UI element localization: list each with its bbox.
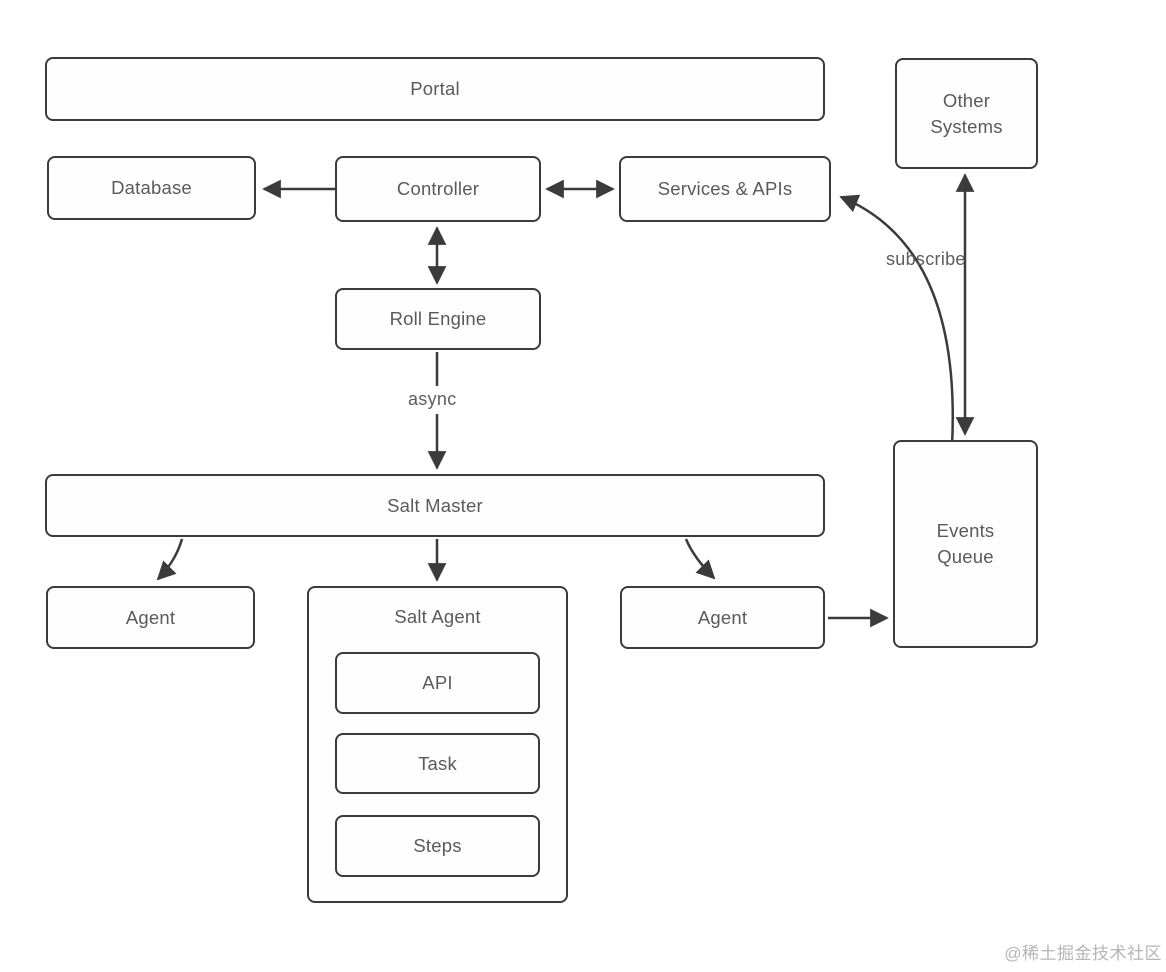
node-controller-label: Controller <box>396 178 480 200</box>
node-agent-right: Agent <box>620 586 825 649</box>
node-roll-engine: Roll Engine <box>335 288 541 350</box>
node-salt-master-label: Salt Master <box>387 494 483 516</box>
node-roll-engine-label: Roll Engine <box>389 308 487 330</box>
node-events-queue-label: Events Queue <box>936 520 995 567</box>
node-other-systems: Other Systems <box>895 58 1038 169</box>
node-other-systems-label: Other Systems <box>930 89 1003 137</box>
edge-label-async: async <box>408 389 457 409</box>
node-salt-agent-steps: Steps <box>335 815 540 877</box>
node-agent-left-label: Agent <box>125 606 176 628</box>
node-agent-right-label: Agent <box>697 606 748 628</box>
edge-label-subscribe: subscribe <box>886 249 966 269</box>
node-portal: Portal <box>45 57 825 121</box>
node-salt-agent-task-label: Task <box>418 752 457 774</box>
node-agent-left: Agent <box>46 586 255 649</box>
node-salt-agent: Salt Agent API Task Steps <box>307 586 568 903</box>
watermark-text: @稀土掘金技术社区 <box>1004 944 1162 963</box>
node-services-apis-label: Services & APIs <box>657 178 793 200</box>
node-services-apis: Services & APIs <box>619 156 831 222</box>
node-salt-master: Salt Master <box>45 474 825 537</box>
node-salt-agent-api: API <box>335 652 540 714</box>
node-salt-agent-label: Salt Agent <box>394 606 481 627</box>
node-salt-agent-task: Task <box>335 733 540 794</box>
node-database: Database <box>47 156 256 220</box>
node-portal-label: Portal <box>410 78 460 100</box>
arrow-subscribe-curve-to-services <box>839 194 954 447</box>
node-controller: Controller <box>335 156 541 222</box>
node-events-queue: Events Queue <box>893 440 1038 648</box>
node-database-label: Database <box>111 177 192 199</box>
node-salt-agent-steps-label: Steps <box>413 835 462 857</box>
node-salt-agent-api-label: API <box>422 672 453 694</box>
arrow-saltmaster-to-agent-left <box>156 538 184 581</box>
arrow-saltmaster-to-agent-right <box>684 538 716 580</box>
